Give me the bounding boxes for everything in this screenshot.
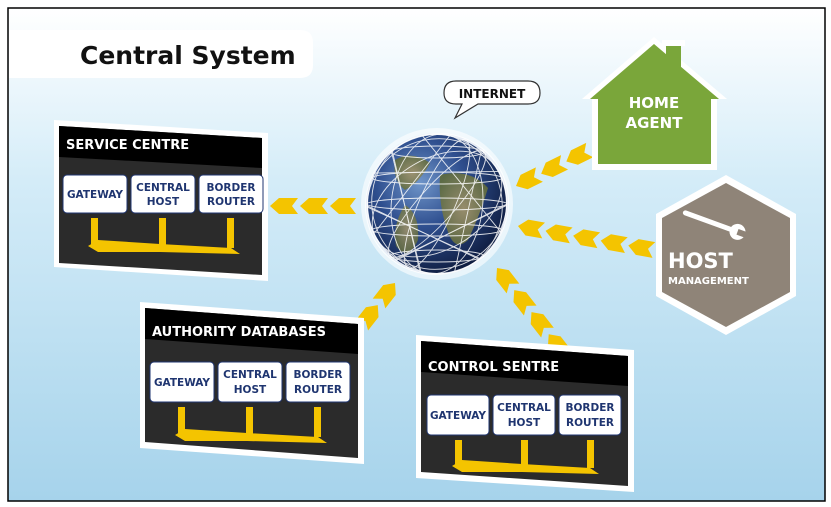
service-centre-bus (88, 218, 240, 254)
connector-globe-host (518, 219, 656, 258)
svg-text:BORDER: BORDER (566, 402, 615, 414)
svg-text:BORDER: BORDER (294, 369, 343, 381)
service-centre-title: SERVICE CENTRE (66, 138, 189, 153)
service-centre-panel: SERVICE CENTRE GATEWAY CENTRAL HOST BORD… (54, 120, 268, 281)
svg-text:GATEWAY: GATEWAY (154, 377, 210, 389)
authority-databases-title: AUTHORITY DATABASES (152, 325, 326, 340)
authority-databases-panel: AUTHORITY DATABASES GATEWAY CENTRAL HOST… (140, 302, 364, 464)
control-gateway: GATEWAY (426, 394, 490, 436)
control-sentre-panel: CONTROL SENTRE GATEWAY CENTRAL HOST BORD… (416, 335, 634, 492)
svg-text:HOST: HOST (147, 196, 180, 208)
connector-globe-home (516, 142, 594, 190)
host-management: HOST MANAGEMENT (656, 175, 796, 335)
svg-text:ROUTER: ROUTER (294, 384, 342, 396)
home-agent-line1: HOME (629, 94, 679, 112)
svg-text:GATEWAY: GATEWAY (67, 189, 123, 201)
svg-text:CENTRAL: CENTRAL (136, 182, 190, 194)
svg-text:ROUTER: ROUTER (566, 417, 614, 429)
wrench-icon (682, 210, 750, 240)
service-centre-border-router: BORDER ROUTER (198, 174, 264, 214)
authority-central-host: CENTRAL HOST (217, 361, 283, 403)
svg-text:HOST: HOST (508, 417, 541, 429)
control-sentre-title: CONTROL SENTRE (428, 360, 559, 375)
svg-text:CENTRAL: CENTRAL (497, 402, 551, 414)
svg-text:BORDER: BORDER (207, 182, 256, 194)
internet-label: INTERNET (459, 87, 526, 101)
authority-border-router: BORDER ROUTER (285, 361, 351, 403)
title-tab: Central System (9, 30, 313, 78)
home-agent: HOME AGENT (582, 37, 727, 170)
control-central-host: CENTRAL HOST (492, 394, 556, 436)
svg-text:GATEWAY: GATEWAY (430, 410, 486, 422)
home-agent-line2: AGENT (626, 114, 684, 132)
service-centre-gateway: GATEWAY (62, 174, 128, 214)
service-centre-central-host: CENTRAL HOST (130, 174, 196, 214)
control-bus (452, 440, 599, 474)
svg-text:HOST: HOST (234, 384, 267, 396)
internet-bubble: INTERNET (443, 80, 541, 120)
control-border-router: BORDER ROUTER (558, 394, 622, 436)
page-title: Central System (80, 41, 296, 70)
authority-gateway: GATEWAY (149, 361, 215, 403)
svg-text:ROUTER: ROUTER (207, 196, 255, 208)
house-icon (582, 37, 727, 170)
globe-icon (361, 128, 513, 280)
authority-bus (175, 407, 327, 443)
connector-service-globe (270, 198, 356, 214)
host-management-line1: HOST (668, 249, 734, 273)
svg-text:CENTRAL: CENTRAL (223, 369, 277, 381)
host-management-line2: MANAGEMENT (668, 276, 749, 287)
